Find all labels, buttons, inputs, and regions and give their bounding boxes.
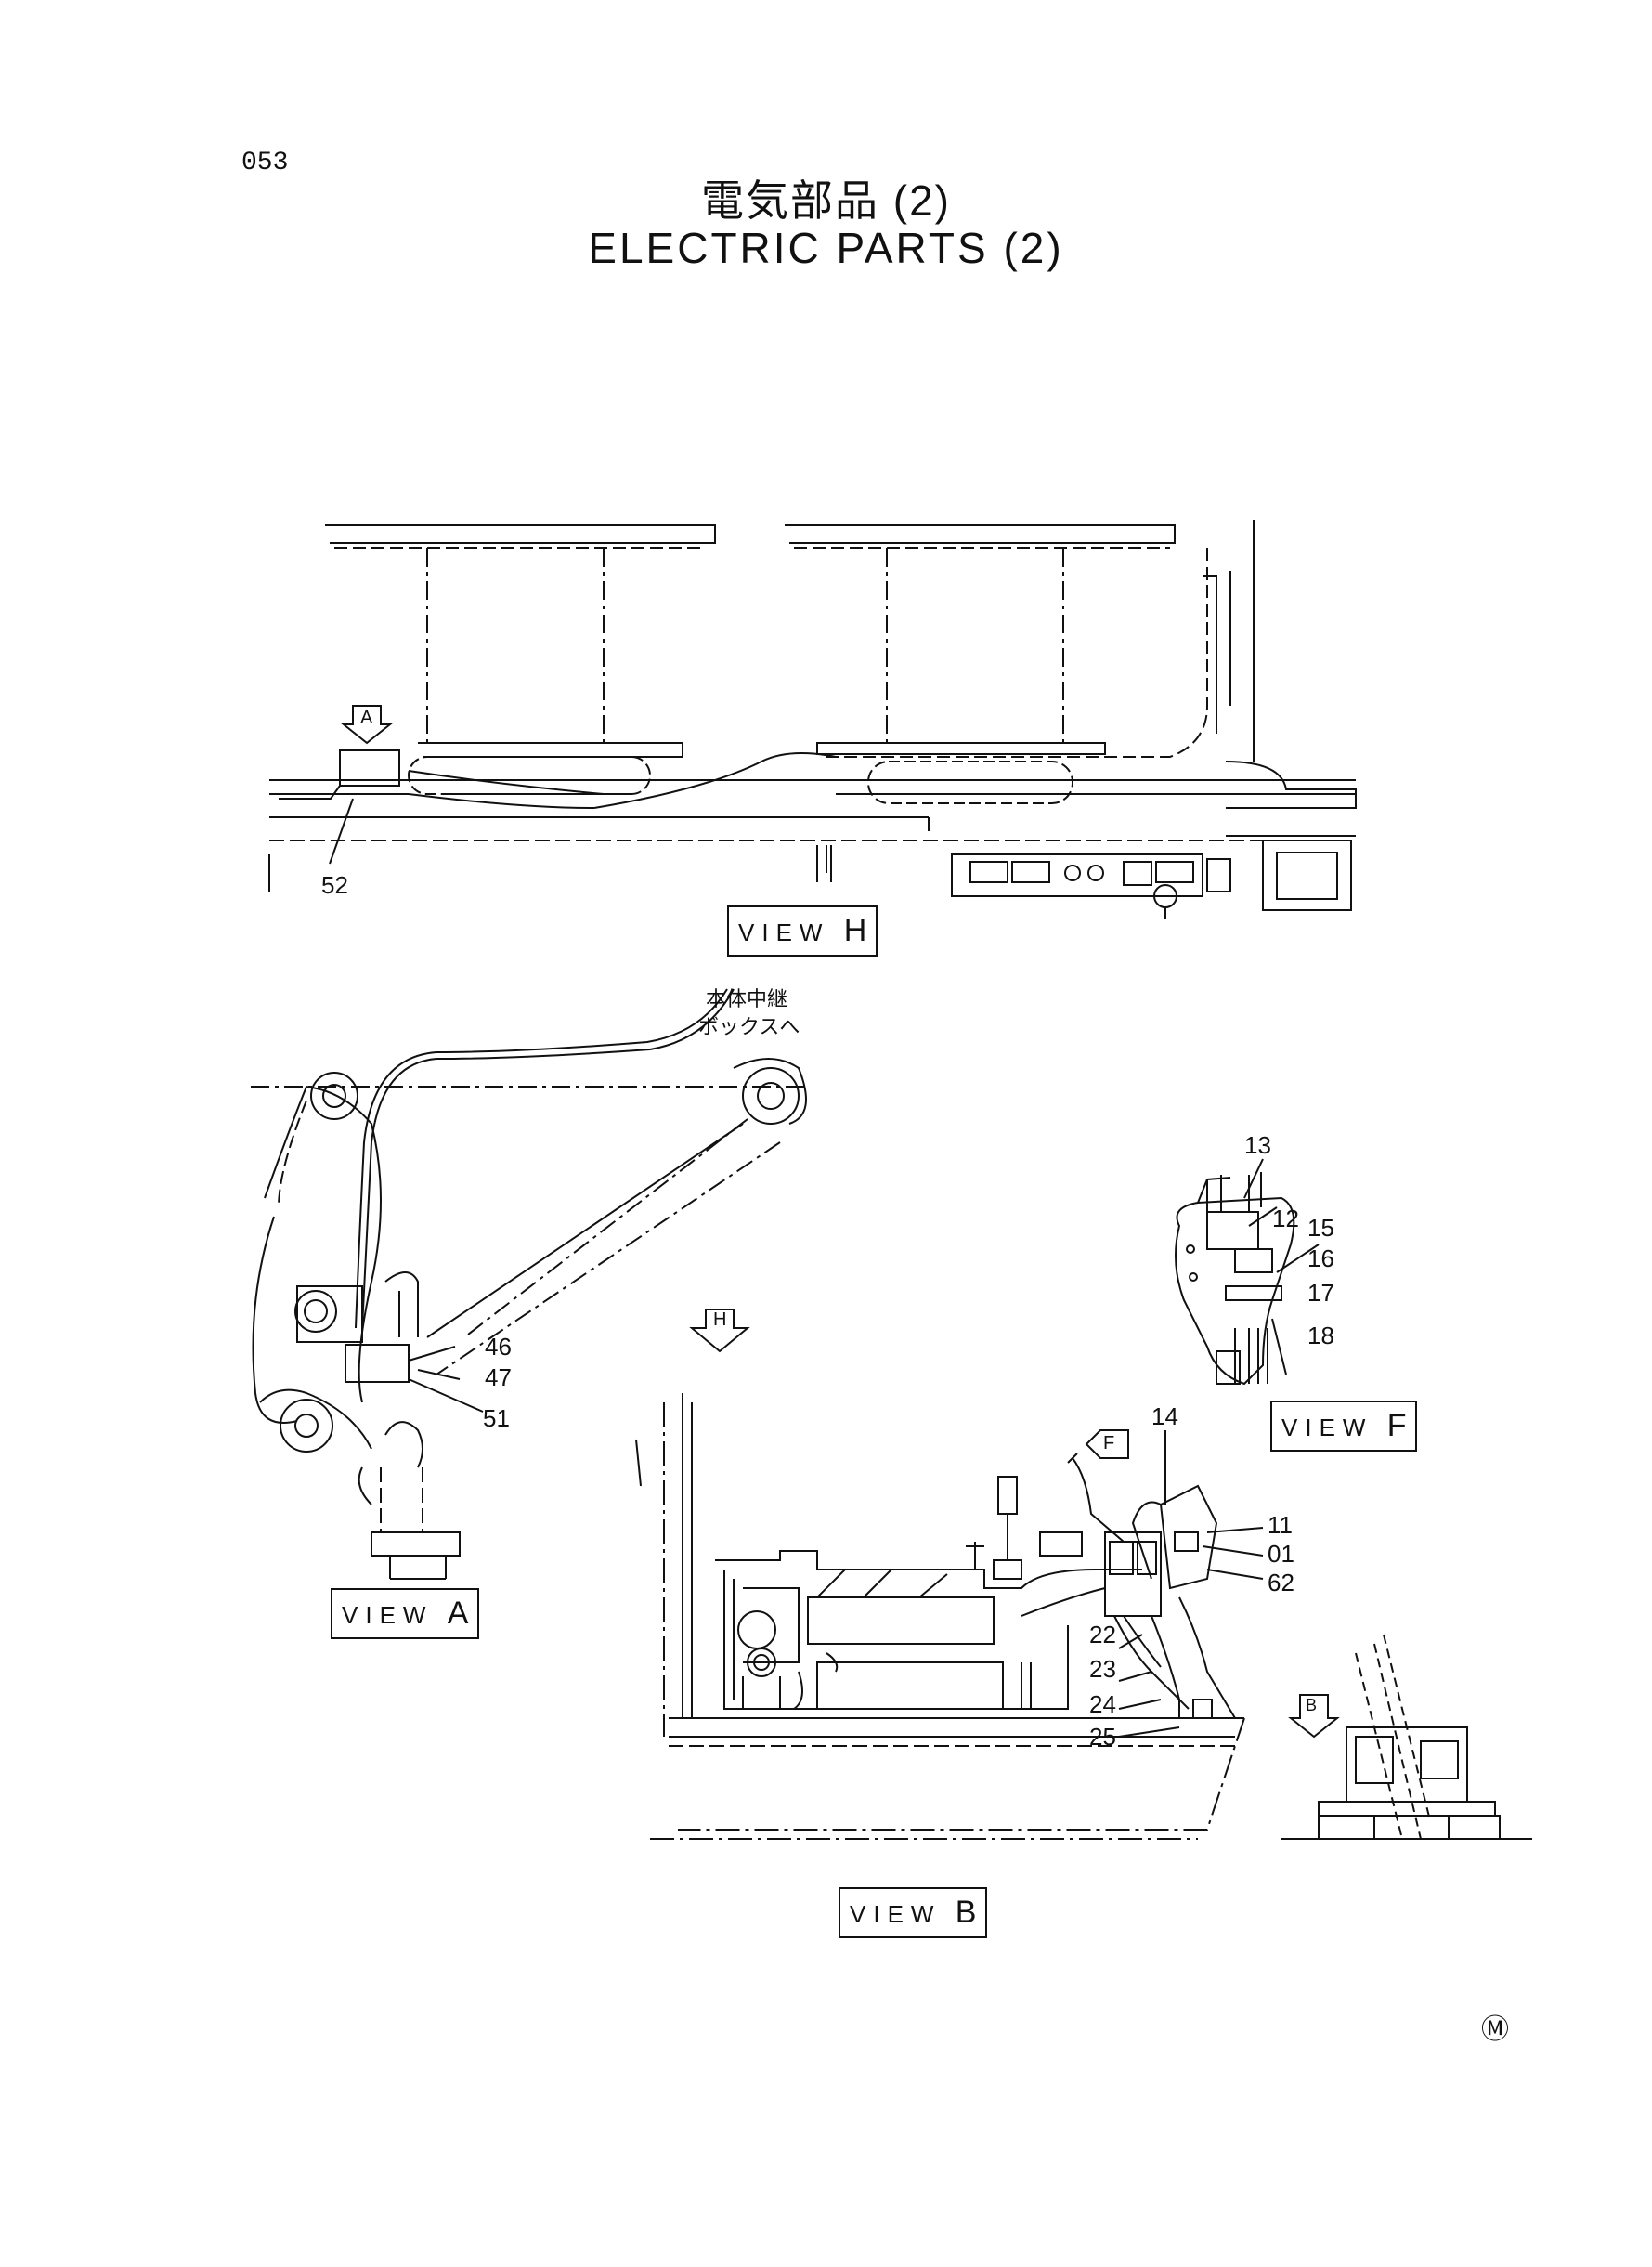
callout-46: 46	[485, 1333, 512, 1361]
arrow-f-letter: F	[1103, 1433, 1115, 1453]
view-b-drawing	[635, 1393, 1264, 1840]
callout-62: 62	[1268, 1569, 1294, 1596]
title-japanese: 電気部品 (2)	[701, 176, 951, 225]
callout-23: 23	[1089, 1655, 1116, 1683]
note-line-2: ボックスへ	[698, 1015, 800, 1038]
callout-25: 25	[1089, 1723, 1116, 1751]
title-english: ELECTRIC PARTS (2)	[588, 224, 1064, 272]
callout-24: 24	[1089, 1690, 1116, 1718]
callout-47: 47	[485, 1363, 512, 1391]
note-line-1: 本体中継	[706, 987, 788, 1010]
callout-18: 18	[1307, 1322, 1334, 1349]
callout-22: 22	[1089, 1621, 1116, 1648]
callout-01: 01	[1268, 1540, 1294, 1568]
arrow-h-shape	[689, 1309, 750, 1353]
arrow-h-letter: H	[713, 1309, 727, 1330]
arrow-b-letter: B	[1306, 1696, 1318, 1714]
m-mark-icon: Ⓜ	[1481, 2014, 1509, 2045]
view-b-label: VIEW B	[839, 1887, 988, 1938]
callout-12: 12	[1272, 1205, 1299, 1232]
callout-17: 17	[1307, 1279, 1334, 1307]
view-f-drawing	[1175, 1158, 1320, 1386]
callout-11: 11	[1268, 1511, 1293, 1539]
callout-15: 15	[1307, 1214, 1334, 1242]
view-a-label: VIEW A	[331, 1588, 480, 1639]
machine-overview-drawing	[1281, 1634, 1532, 1840]
arrow-a-letter: A	[360, 708, 373, 728]
page-number: 053	[241, 149, 289, 177]
callout-52: 52	[321, 871, 348, 899]
view-f-label: VIEW F	[1270, 1401, 1418, 1452]
callout-51: 51	[483, 1404, 510, 1432]
view-h-label: VIEW H	[727, 905, 878, 957]
callout-16: 16	[1307, 1244, 1334, 1272]
view-h-drawing	[268, 520, 1357, 919]
callout-13: 13	[1244, 1131, 1271, 1159]
callout-14: 14	[1151, 1402, 1178, 1430]
view-a-drawing	[251, 988, 808, 1580]
